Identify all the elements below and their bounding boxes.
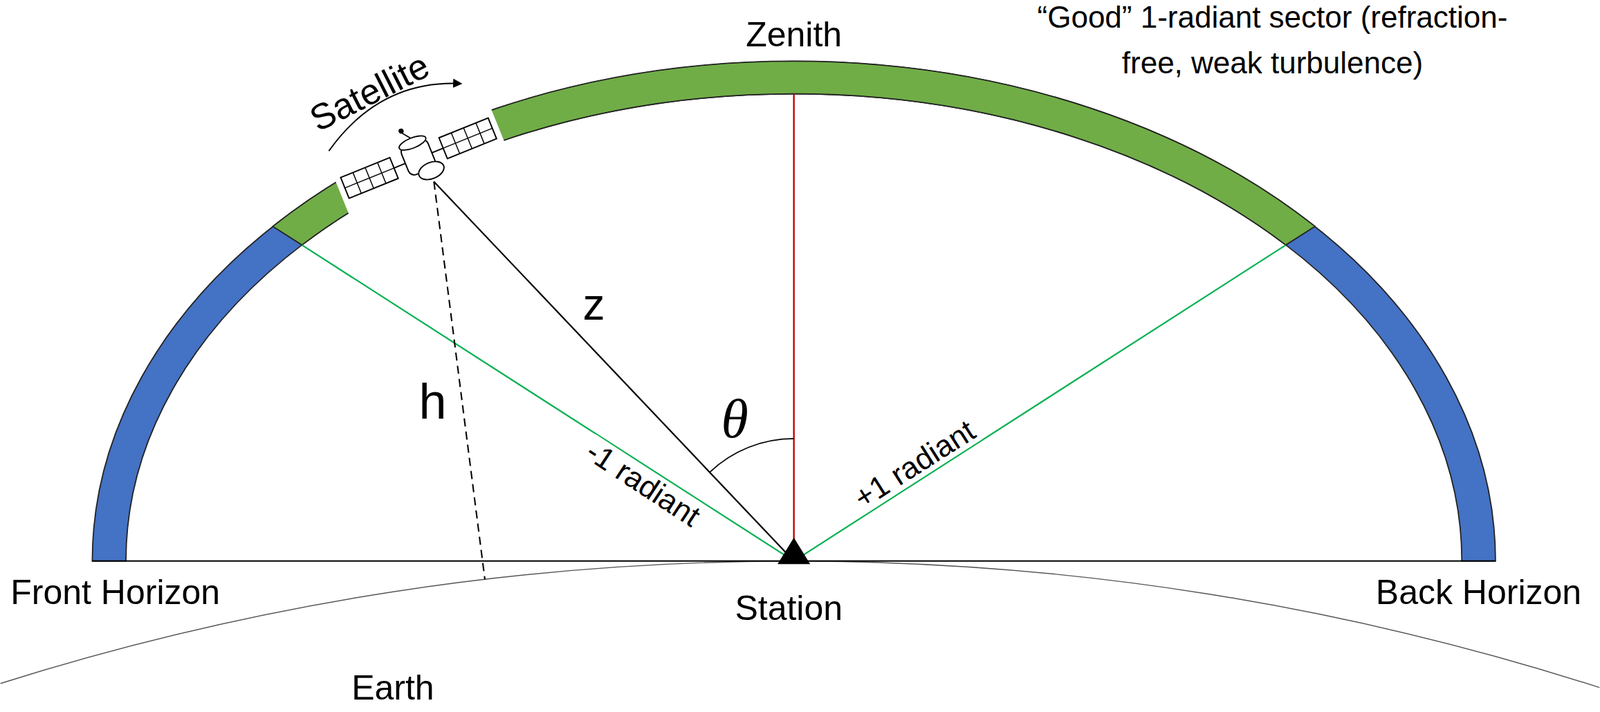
sector-note: “Good” 1-radiant sector (refraction-free…	[1034, 0, 1510, 86]
sector-note: “Good” 1-radiant sector (refraction-free…	[1034, 0, 1510, 86]
satellite-dish	[415, 157, 447, 183]
radian-label: -1 radiant	[578, 433, 708, 533]
altitude-symbol: h	[418, 376, 447, 427]
radian-label: +1 radiant	[846, 412, 982, 515]
satellite-strut	[394, 163, 406, 169]
zenith-label: Zenith	[745, 17, 842, 52]
horizon-label: Front Horizon	[10, 574, 220, 610]
panel-grid	[340, 157, 398, 199]
sky-band-blue	[92, 61, 1496, 562]
range-line	[433, 181, 794, 561]
earth-curve	[0, 561, 1600, 688]
solar-panel	[340, 157, 398, 199]
antenna-tip	[397, 127, 405, 135]
range-symbol: z	[583, 282, 606, 327]
earth-label: Earth	[351, 670, 435, 705]
station-symbol	[777, 537, 811, 564]
angle-symbol: θ	[720, 390, 748, 447]
angle-symbol: θ	[720, 390, 748, 447]
minus-one-radian-line	[301, 244, 794, 562]
plus-one-radian-line	[794, 244, 1286, 562]
panel-grid	[439, 117, 497, 159]
solar-panel	[439, 117, 497, 159]
satellite-body-top	[397, 132, 428, 153]
altitude-symbol: h	[418, 376, 447, 427]
horizon-label: Front Horizon	[10, 574, 220, 610]
satellite-strut	[431, 148, 443, 153]
station-label: Station	[734, 590, 843, 626]
earth-label: Earth	[351, 670, 435, 705]
station-label: Station	[734, 590, 843, 626]
zenith-line	[792, 94, 795, 562]
radian-label: +1 radiant	[846, 412, 982, 515]
horizon-label: Back Horizon	[1375, 574, 1582, 610]
radian-label: -1 radiant	[578, 433, 708, 533]
range-symbol: z	[583, 282, 606, 327]
zenith-label: Zenith	[745, 17, 842, 52]
horizon-label: Back Horizon	[1375, 574, 1582, 610]
